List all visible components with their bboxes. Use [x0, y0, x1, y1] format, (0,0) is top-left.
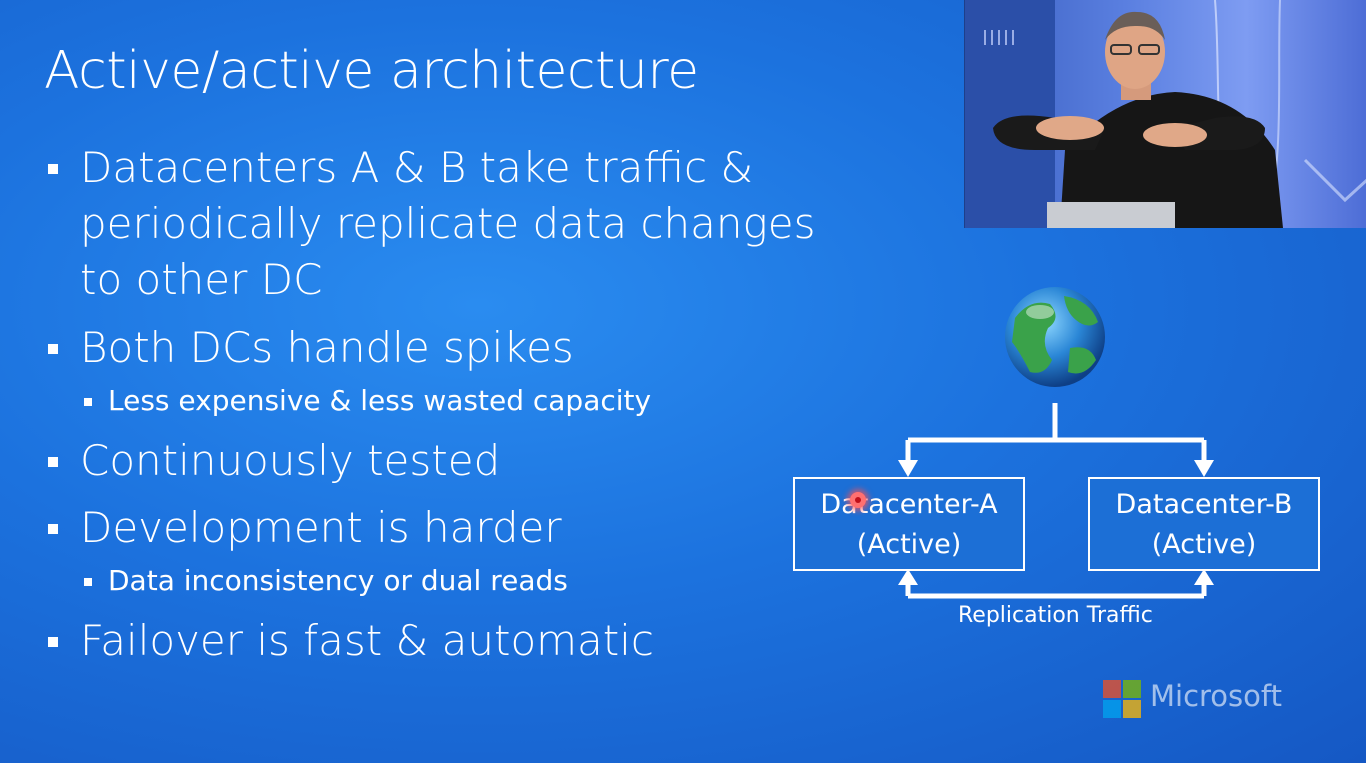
slide-title: Active/active architecture: [44, 41, 699, 101]
bullet-marker: [84, 578, 92, 586]
arrow-up-icon: [898, 569, 918, 585]
presenter-figure: [965, 0, 1366, 228]
bullet-text: Development is harder: [80, 503, 562, 552]
datacenter-b-state: (Active): [1151, 529, 1257, 560]
bullet-marker: [48, 457, 58, 467]
bullet-text: Datacenters A & B take traffic &: [80, 143, 754, 192]
replication-traffic-label: Replication Traffic: [958, 603, 1153, 628]
bullet-marker: [48, 524, 58, 534]
bullet-marker: [48, 637, 58, 647]
datacenter-a-box: Datacenter-A (Active): [793, 477, 1025, 571]
laser-pointer-icon: [850, 492, 866, 508]
logo-square: [1123, 680, 1141, 698]
bullet-marker: [48, 164, 58, 174]
presenter-video: [964, 0, 1366, 228]
datacenter-a-state: (Active): [856, 529, 962, 560]
microsoft-logo-icon: [1103, 680, 1141, 718]
logo-square: [1123, 700, 1141, 718]
bullet-text: periodically replicate data changes: [80, 199, 816, 248]
datacenter-a-name: Datacenter-A: [820, 489, 998, 520]
bullet-text: Less expensive & less wasted capacity: [108, 384, 652, 417]
bullet-text: Data inconsistency or dual reads: [108, 564, 568, 597]
arrow-down-icon: [898, 460, 918, 477]
bullet-text: Continuously tested: [80, 436, 501, 485]
microsoft-logo-text: Microsoft: [1150, 679, 1282, 713]
globe-icon: [1005, 287, 1105, 387]
arrow-down-icon: [1194, 460, 1214, 477]
bullet-marker: [84, 398, 92, 406]
arrow-up-icon: [1194, 569, 1214, 585]
bullet-text: Failover is fast & automatic: [80, 616, 655, 665]
bullet-text: to other DC: [80, 255, 323, 304]
datacenter-b-box: Datacenter-B (Active): [1088, 477, 1320, 571]
bullet-marker: [48, 344, 58, 354]
logo-square: [1103, 680, 1121, 698]
logo-square: [1103, 700, 1121, 718]
datacenter-b-name: Datacenter-B: [1115, 489, 1293, 520]
bullet-text: Both DCs handle spikes: [80, 323, 574, 372]
